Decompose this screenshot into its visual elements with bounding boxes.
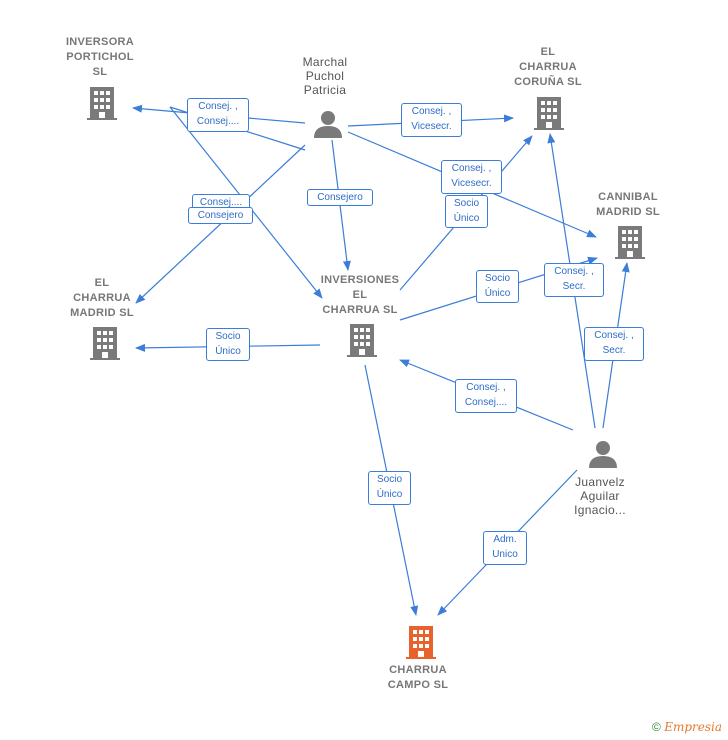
node-label-cannibal[interactable]: CANNIBAL MADRID SL <box>596 191 660 218</box>
edge-label: Consej. , Consej.... <box>187 98 249 132</box>
edge-label: Socio Único <box>368 471 411 505</box>
edge-label: Socio Único <box>206 328 250 361</box>
edge-label: Adm. Unico <box>483 531 527 565</box>
edge-label: Consej. , Secr. <box>584 327 644 361</box>
edge-label: Consejero <box>307 189 373 206</box>
edge-line <box>135 144 306 304</box>
copyright-symbol: © <box>652 720 661 734</box>
node-label-juanvelz[interactable]: Juanvelz Aguilar Ignacio... <box>574 475 626 517</box>
footer-credit: © Empresia <box>652 720 722 734</box>
node-label-inversora[interactable]: INVERSORA PORTICHOL SL <box>65 36 135 78</box>
edge-label: Socio Único <box>476 270 519 303</box>
node-label-elmadrid[interactable]: EL CHARRUA MADRID SL <box>70 277 134 319</box>
edge-label: Consej. , Consej.... <box>455 379 517 413</box>
marchal-person-icon <box>314 111 342 138</box>
brand-logo[interactable]: Empresia <box>664 720 722 734</box>
inversora-building-icon <box>87 87 117 120</box>
elmadrid-building-icon <box>90 327 120 360</box>
edge-label: Consej. , Vicesecr. <box>441 160 502 194</box>
node-label-marchal[interactable]: Marchal Puchol Patricia <box>302 55 348 97</box>
edge-label: Consej. , Vicesecr. <box>401 103 462 137</box>
cannibal-building-icon <box>615 226 645 259</box>
node-label-inversiones[interactable]: INVERSIONES EL CHARRUA SL <box>320 274 400 316</box>
edge-label: Consej. , Secr. <box>544 263 604 297</box>
coruna-building-icon <box>534 97 564 130</box>
edge-label: Consejero <box>188 207 253 224</box>
juanvelz-person-icon <box>589 441 617 468</box>
inversiones-building-icon <box>347 324 377 357</box>
node-label-campo[interactable]: CHARRUA CAMPO SL <box>387 664 449 691</box>
node-label-coruna[interactable]: EL CHARRUA CORUÑA SL <box>514 46 582 88</box>
campo-building-icon <box>406 626 436 659</box>
edge-label: Socio Único <box>445 195 488 228</box>
